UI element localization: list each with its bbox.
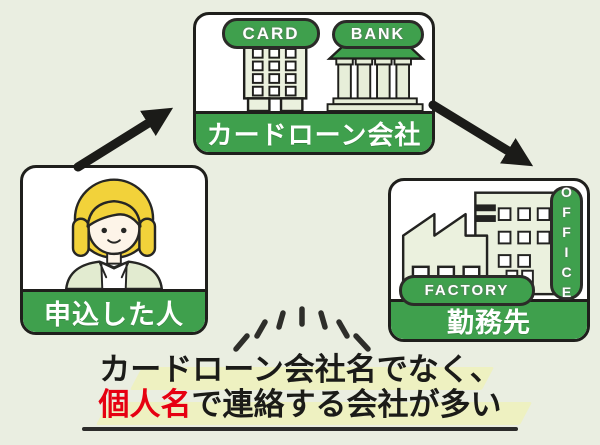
caption-line-1: カードローン会社名でなく、: [0, 352, 600, 390]
office-sign: OFFICE: [550, 184, 583, 304]
bank-sign: BANK: [332, 20, 424, 49]
card-sign: CARD: [222, 18, 320, 49]
factory-sign-label: FACTORY: [424, 282, 510, 299]
card-building-icon: [242, 40, 308, 111]
caption-emphasis: 個人名: [98, 387, 192, 422]
node-workplace: OFFICE FACTORY 勤務先: [388, 178, 590, 342]
node-card-loan-company: CARD BANK カードローン会社: [193, 12, 435, 155]
arrow-applicant-to-company: [73, 107, 174, 172]
card-sign-label: CARD: [242, 23, 300, 43]
caption-line-2-text: 個人名で連絡する会社が多い: [99, 387, 502, 422]
emphasis-rays: [233, 306, 371, 352]
bank-building-icon: [326, 44, 426, 111]
caption-line-2: 個人名で連絡する会社が多い: [0, 387, 600, 425]
arrow-company-to-workplace: [428, 100, 534, 167]
node-label-company: カードローン会社: [196, 111, 432, 152]
caption-line-2-rest: で連絡する会社が多い: [191, 387, 502, 422]
caption-line-1-text: カードローン会社名でなく、: [99, 352, 501, 387]
factory-sign: FACTORY: [399, 275, 535, 306]
node-applicant: 申込した人: [20, 165, 208, 335]
company-buildings-icon: [242, 40, 426, 111]
woman-icon: [64, 178, 164, 289]
bank-sign-label: BANK: [350, 25, 406, 43]
caption-underline: [82, 427, 518, 431]
office-sign-label: OFFICE: [558, 184, 575, 304]
workplace-illustration: OFFICE FACTORY: [391, 181, 587, 306]
applicant-illustration: [23, 168, 205, 289]
card-loan-company-illustration: CARD BANK: [196, 15, 432, 111]
factory-office-icon: [401, 191, 564, 296]
node-label-applicant: 申込した人: [23, 289, 205, 332]
caption: カードローン会社名でなく、 個人名で連絡する会社が多い: [0, 352, 600, 431]
